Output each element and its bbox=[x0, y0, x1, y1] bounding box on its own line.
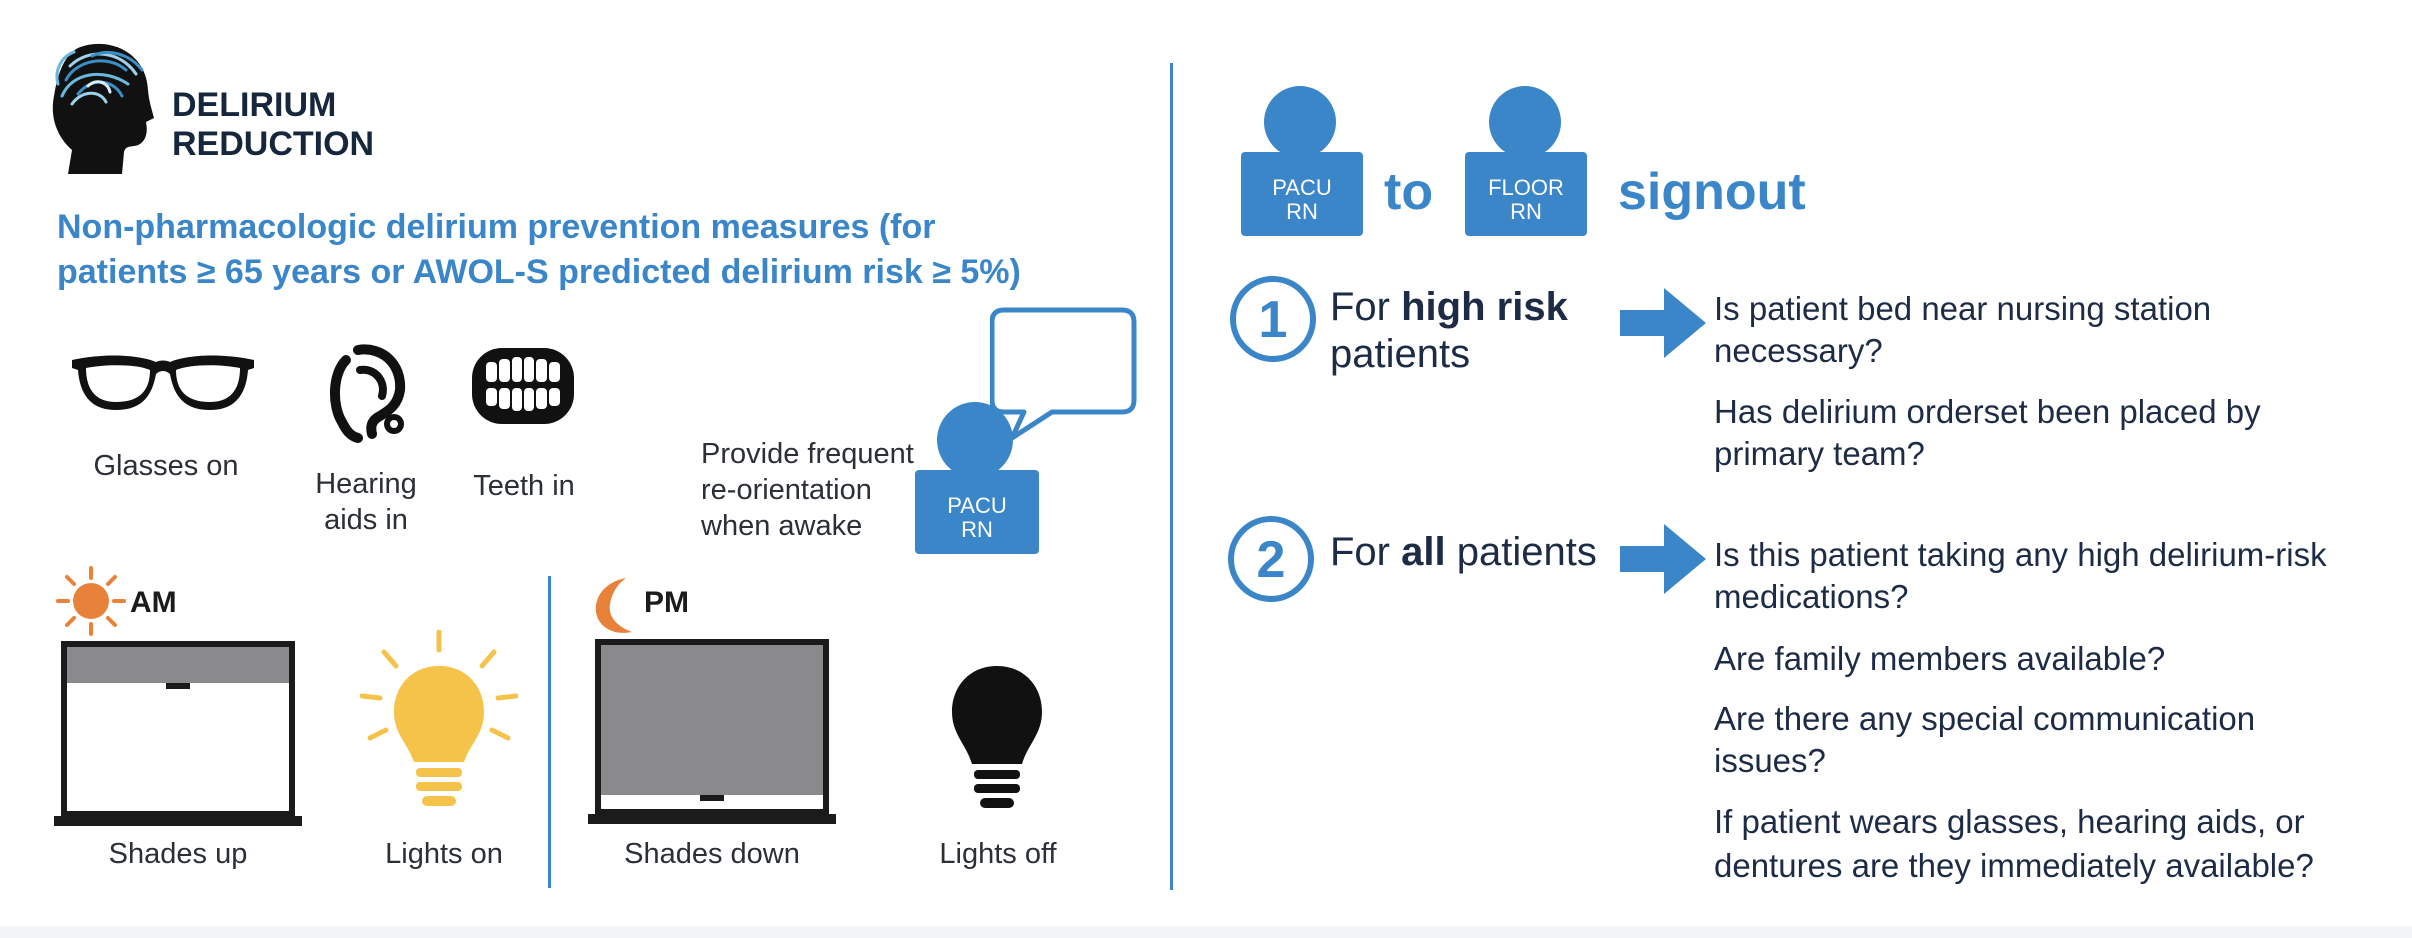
reorientation-line1: Provide frequent bbox=[701, 438, 914, 470]
reorientation-line3: when awake bbox=[701, 510, 863, 542]
step-1-prefix: For bbox=[1330, 285, 1402, 329]
step-2-emphasis: all bbox=[1401, 530, 1446, 574]
pacu-rn-line2: RN bbox=[961, 517, 993, 542]
person-icon bbox=[1465, 86, 1587, 236]
lights-on-label: Lights on bbox=[385, 838, 503, 870]
brand-title: DELIRIUM REDUCTION bbox=[172, 86, 374, 164]
subtitle-line2: patients ≥ 65 years or AWOL-S predicted … bbox=[57, 253, 1021, 291]
step-2-suffix: patients bbox=[1445, 530, 1597, 574]
footer-band bbox=[0, 926, 2412, 938]
arrow-right-icon bbox=[1620, 524, 1706, 594]
step-2-question-1: Is this patient taking any high delirium… bbox=[1714, 536, 2327, 615]
am-label: AM bbox=[130, 586, 177, 619]
person-icon bbox=[1241, 86, 1363, 236]
signout-to-line1: FLOOR bbox=[1488, 175, 1564, 200]
signout-from-label: PACU RN bbox=[1241, 176, 1363, 224]
step-2-heading: For all patients bbox=[1330, 529, 1597, 576]
am-pm-divider bbox=[548, 576, 551, 888]
sun-icon bbox=[56, 566, 126, 636]
section-divider bbox=[1170, 63, 1173, 890]
pacu-rn-label: PACU RN bbox=[915, 494, 1039, 542]
step-1-heading: For high risk patients bbox=[1330, 284, 1568, 378]
pacu-rn-line1: PACU bbox=[947, 493, 1007, 518]
reorientation-line2: re-orientation bbox=[701, 474, 872, 506]
subtitle: Non-pharmacologic delirium prevention me… bbox=[57, 205, 1137, 295]
teeth-label: Teeth in bbox=[473, 470, 575, 502]
hearing-aid-icon bbox=[329, 344, 406, 443]
lights-off-label: Lights off bbox=[939, 838, 1057, 870]
speech-bubble-icon bbox=[990, 307, 1137, 441]
glasses-label: Glasses on bbox=[93, 450, 239, 482]
signout-connector: to bbox=[1384, 163, 1434, 221]
step-1-number: 1 bbox=[1259, 291, 1288, 349]
window-shades-up-icon bbox=[54, 641, 302, 826]
glasses-icon bbox=[72, 355, 254, 410]
reorientation-text: Provide frequent re-orientation when awa… bbox=[701, 436, 941, 544]
teeth-icon bbox=[472, 348, 574, 424]
pacu-rn-avatar: PACU RN bbox=[915, 402, 1039, 554]
signout-from-line1: PACU bbox=[1272, 175, 1332, 200]
signout-to-avatar: FLOOR RN bbox=[1465, 86, 1587, 236]
shades-down-label: Shades down bbox=[624, 838, 800, 870]
step-1-line2: patients bbox=[1330, 332, 1471, 376]
signout-title: signout bbox=[1618, 163, 1806, 221]
lightbulb-off-icon bbox=[952, 666, 1042, 808]
brain-head-logo bbox=[52, 43, 154, 174]
signout-to-line2: RN bbox=[1510, 199, 1542, 224]
step-2-question-2: Are family members available? bbox=[1714, 640, 2166, 677]
step-1-emphasis: high risk bbox=[1401, 285, 1568, 329]
step-2-question-3: Are there any special communication issu… bbox=[1714, 700, 2256, 779]
window-shades-down-icon bbox=[588, 639, 836, 824]
hearing-label: Hearing aids in bbox=[296, 466, 436, 538]
hearing-label-line2: aids in bbox=[324, 504, 408, 536]
subtitle-line1: Non-pharmacologic delirium prevention me… bbox=[57, 208, 936, 246]
person-icon bbox=[915, 402, 1039, 554]
signout-from-line2: RN bbox=[1286, 199, 1318, 224]
step-1-question-2: Has delirium orderset been placed by pri… bbox=[1714, 393, 2261, 472]
signout-from-avatar: PACU RN bbox=[1241, 86, 1363, 236]
step-2-question-4: If patient wears glasses, hearing aids, … bbox=[1714, 803, 2314, 884]
step-1-badge: 1 bbox=[1230, 276, 1316, 362]
brand-line2: REDUCTION bbox=[172, 125, 375, 163]
arrow-right-icon bbox=[1620, 288, 1706, 358]
moon-icon bbox=[595, 578, 632, 633]
step-2-number: 2 bbox=[1257, 531, 1286, 589]
signout-to-label: FLOOR RN bbox=[1465, 176, 1587, 224]
step-1-question-1: Is patient bed near nursing station nece… bbox=[1714, 290, 2212, 369]
brand-line1: DELIRIUM bbox=[172, 86, 337, 124]
step-2-badge: 2 bbox=[1228, 516, 1314, 602]
pm-label: PM bbox=[644, 586, 689, 619]
step-2-prefix: For bbox=[1330, 530, 1402, 574]
lightbulb-on-icon bbox=[360, 630, 518, 806]
hearing-label-line1: Hearing bbox=[315, 468, 417, 500]
shades-up-label: Shades up bbox=[108, 838, 248, 870]
